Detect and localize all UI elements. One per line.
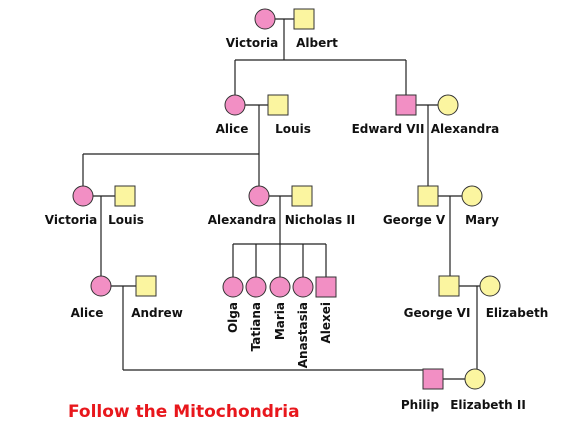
alexei-symbol [315, 276, 337, 298]
edward-vii-symbol [395, 94, 417, 116]
label-alexei: Alexei [319, 302, 333, 344]
albert-symbol [293, 8, 315, 30]
label-louis-2: Louis [108, 213, 144, 227]
name-labels: Victoria Albert Alice Louis Edward VII A… [45, 36, 548, 412]
label-george-vi: George VI [404, 306, 471, 320]
victoria-2-symbol [72, 185, 94, 207]
label-edward-vii: Edward VII [352, 122, 425, 136]
label-victoria-1: Victoria [226, 36, 278, 50]
label-elizabeth: Elizabeth [486, 306, 549, 320]
nicholas-ii-symbol [291, 185, 313, 207]
victoria-1-symbol [254, 8, 276, 30]
label-louis-1: Louis [275, 122, 311, 136]
label-albert: Albert [296, 36, 338, 50]
label-anastasia: Anastasia [296, 302, 310, 368]
person-symbols [72, 8, 501, 390]
label-andrew: Andrew [131, 306, 183, 320]
relationship-lines [82, 18, 480, 380]
olga-symbol [222, 276, 244, 298]
george-v-symbol [417, 185, 439, 207]
label-nicholas-ii: Nicholas II [285, 213, 356, 227]
alice-2-symbol [90, 275, 112, 297]
alexandra-2-symbol [248, 185, 270, 207]
elizabeth-ii-symbol [464, 368, 486, 390]
label-victoria-2: Victoria [45, 213, 97, 227]
label-mary: Mary [465, 213, 499, 227]
label-elizabeth-ii: Elizabeth II [450, 398, 526, 412]
label-alexandra-2: Alexandra [208, 213, 277, 227]
label-alice-1: Alice [216, 122, 249, 136]
alice-1-symbol [224, 94, 246, 116]
louis-2-symbol [114, 185, 136, 207]
mary-symbol [461, 185, 483, 207]
tatiana-symbol [245, 276, 267, 298]
label-philip: Philip [401, 398, 440, 412]
label-alice-2: Alice [71, 306, 104, 320]
anastasia-symbol [292, 276, 314, 298]
label-maria: Maria [273, 302, 287, 340]
label-tatiana: Tatiana [249, 302, 263, 351]
label-alexandra-1: Alexandra [431, 122, 500, 136]
label-olga: Olga [226, 302, 240, 333]
diagram-caption: Follow the Mitochondria [68, 402, 300, 422]
andrew-symbol [135, 275, 157, 297]
elizabeth-symbol [479, 275, 501, 297]
label-george-v: George V [383, 213, 446, 227]
maria-symbol [269, 276, 291, 298]
george-vi-symbol [438, 275, 460, 297]
louis-1-symbol [267, 94, 289, 116]
philip-symbol [422, 368, 444, 390]
alexandra-1-symbol [437, 94, 459, 116]
